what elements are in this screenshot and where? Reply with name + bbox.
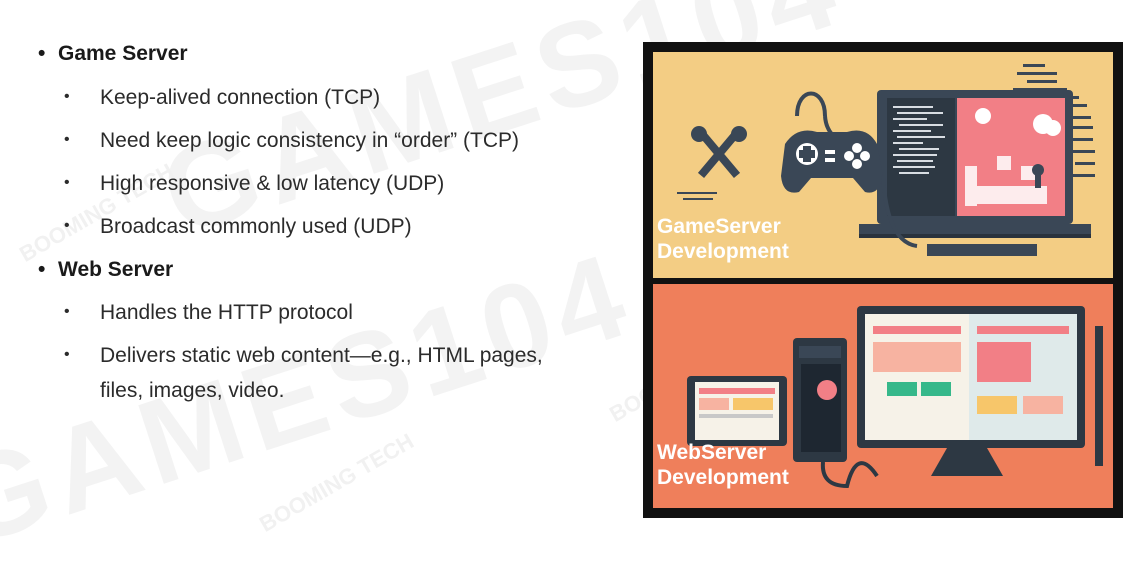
ruler-icon — [927, 244, 1037, 256]
drawing-tablet — [793, 338, 847, 462]
bottom-caption: WebServer Development — [657, 440, 789, 490]
bullet-list: • Game Server • Keep-alived connection (… — [0, 0, 600, 529]
bullet-dot: • — [64, 303, 70, 320]
bullet-dot: • — [38, 258, 46, 281]
cable — [881, 175, 918, 248]
item-text: Broadcast commonly used (UDP) — [100, 215, 412, 238]
item-text: files, images, video. — [100, 379, 285, 402]
item-text: Keep-alived connection (TCP) — [100, 86, 381, 109]
item-text: Need keep logic consistency in “order” (… — [100, 129, 519, 152]
bullet-dot: • — [64, 217, 70, 234]
bullet-dot: • — [64, 174, 70, 191]
bullet-dot: • — [64, 131, 70, 148]
caption-line: GameServer — [657, 215, 781, 238]
item-text: Handles the HTTP protocol — [100, 301, 353, 324]
caption-line: Development — [657, 466, 789, 489]
laptop — [859, 90, 1091, 238]
item-text: Delivers static web content—e.g., HTML p… — [100, 344, 543, 367]
tools-icon — [677, 126, 747, 200]
caption-line: WebServer — [657, 441, 767, 464]
heading-text: Web Server — [58, 258, 174, 281]
illustration-svg — [653, 52, 1113, 508]
cable-bottom — [820, 461, 879, 489]
top-caption: GameServer Development — [657, 214, 789, 264]
bullet-dot: • — [38, 42, 46, 65]
stylus-icon — [1095, 326, 1103, 466]
monitor — [857, 306, 1085, 476]
illustration-panel: GameServer Development WebServer Develop… — [643, 42, 1123, 518]
item-text: High responsive & low latency (UDP) — [100, 172, 445, 195]
heading-text: Game Server — [58, 42, 188, 65]
tablet — [687, 376, 787, 446]
bullet-dot: • — [64, 88, 70, 105]
gamepad-icon — [781, 91, 883, 193]
bullet-dot: • — [64, 346, 70, 363]
caption-line: Development — [657, 240, 789, 263]
